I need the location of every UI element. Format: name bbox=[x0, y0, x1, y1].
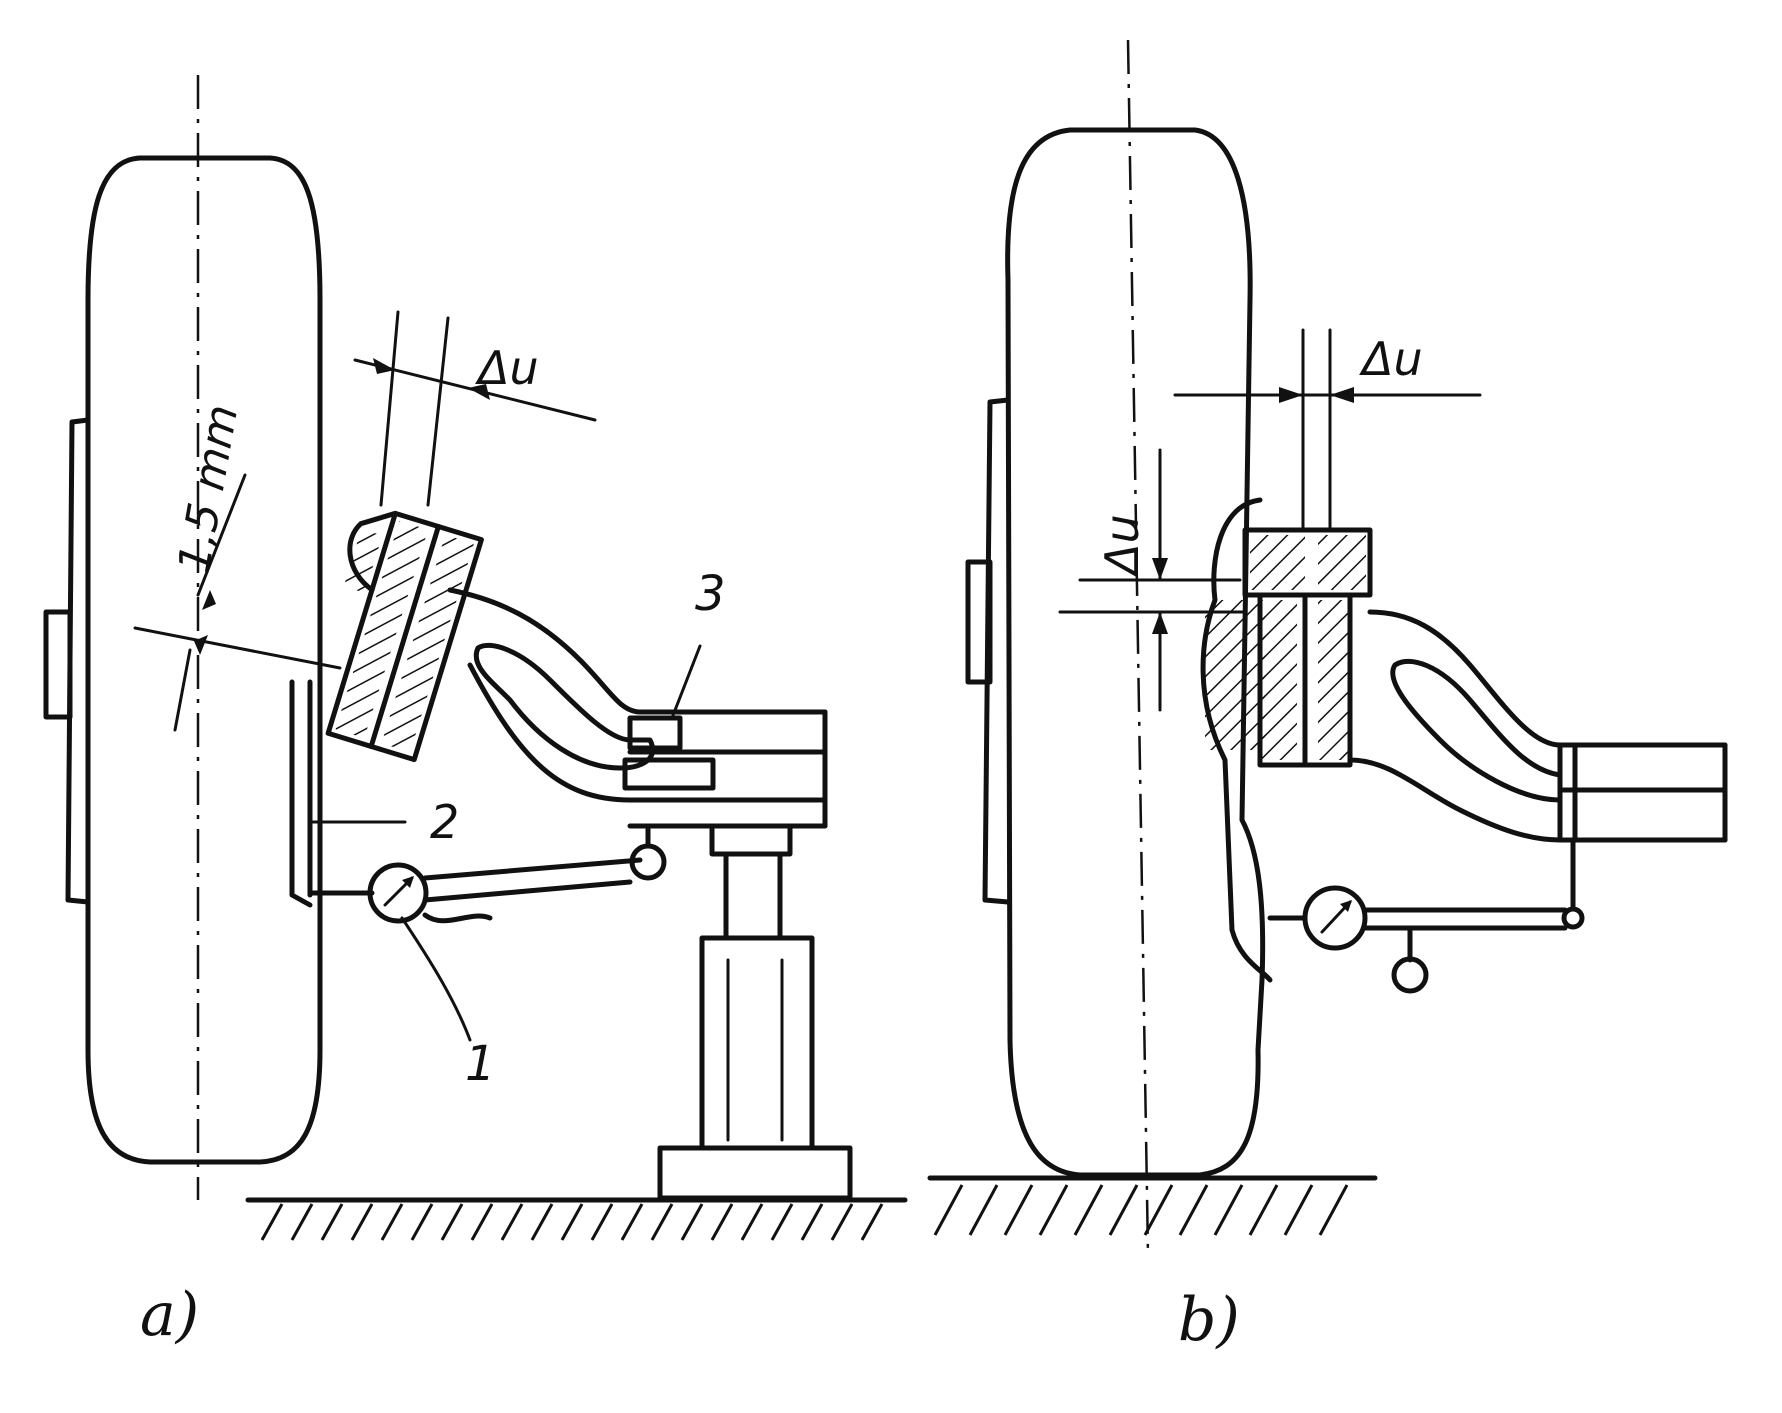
dimension-label-a: 1,5 mm bbox=[169, 401, 249, 577]
indicator-knob-b bbox=[1391, 956, 1429, 994]
dim-1-5mm-line bbox=[133, 626, 342, 670]
ground-b-hatch bbox=[933, 1184, 1349, 1236]
knuckle-b-section bbox=[1205, 600, 1265, 750]
callout-label-3: 3 bbox=[695, 566, 726, 622]
ground-a-hatch bbox=[260, 1203, 884, 1241]
axis-line-a1 bbox=[379, 310, 400, 507]
ball-joint-b bbox=[1242, 527, 1373, 768]
control-arm-b bbox=[1347, 609, 1728, 843]
dial-indicator-a bbox=[367, 862, 429, 924]
wheel-a-tire bbox=[85, 155, 323, 1165]
wheel-b-hub-cap bbox=[965, 559, 993, 685]
dial-indicator-b bbox=[1302, 885, 1368, 951]
jack-a bbox=[657, 823, 853, 1201]
control-arm-b-slot bbox=[1390, 658, 1563, 803]
wheel-b-centerline bbox=[1126, 39, 1150, 1256]
wheel-b-tire bbox=[1005, 127, 1266, 1178]
callout-leader-3 bbox=[670, 644, 702, 720]
delta-u-label-b-vertical: Δu bbox=[1095, 514, 1149, 578]
knuckle-b bbox=[1200, 497, 1273, 983]
panel-b: Δu Δu b) bbox=[927, 39, 1728, 1355]
axis-line-a2 bbox=[426, 316, 450, 507]
callout-label-1: 1 bbox=[465, 1036, 496, 1092]
panel-caption-a: a) bbox=[140, 1280, 199, 1350]
delta-u-label-b-horizontal: Δu bbox=[1359, 332, 1423, 386]
callout-label-2: 2 bbox=[430, 795, 459, 849]
knuckle-a bbox=[289, 679, 313, 908]
panel-caption-b: b) bbox=[1178, 1285, 1240, 1355]
callout-leader-1 bbox=[400, 916, 472, 1042]
wheel-a-hub-cap bbox=[43, 609, 73, 720]
panel-a: 1 2 3 Δu 1,5 mm a) bbox=[43, 75, 908, 1350]
marker-3-block bbox=[627, 715, 683, 751]
indicator-pivot-b bbox=[1561, 906, 1585, 930]
ball-joint-a bbox=[325, 510, 484, 763]
control-arm-a bbox=[447, 587, 828, 803]
delta-u-label-a: Δu bbox=[475, 341, 539, 395]
